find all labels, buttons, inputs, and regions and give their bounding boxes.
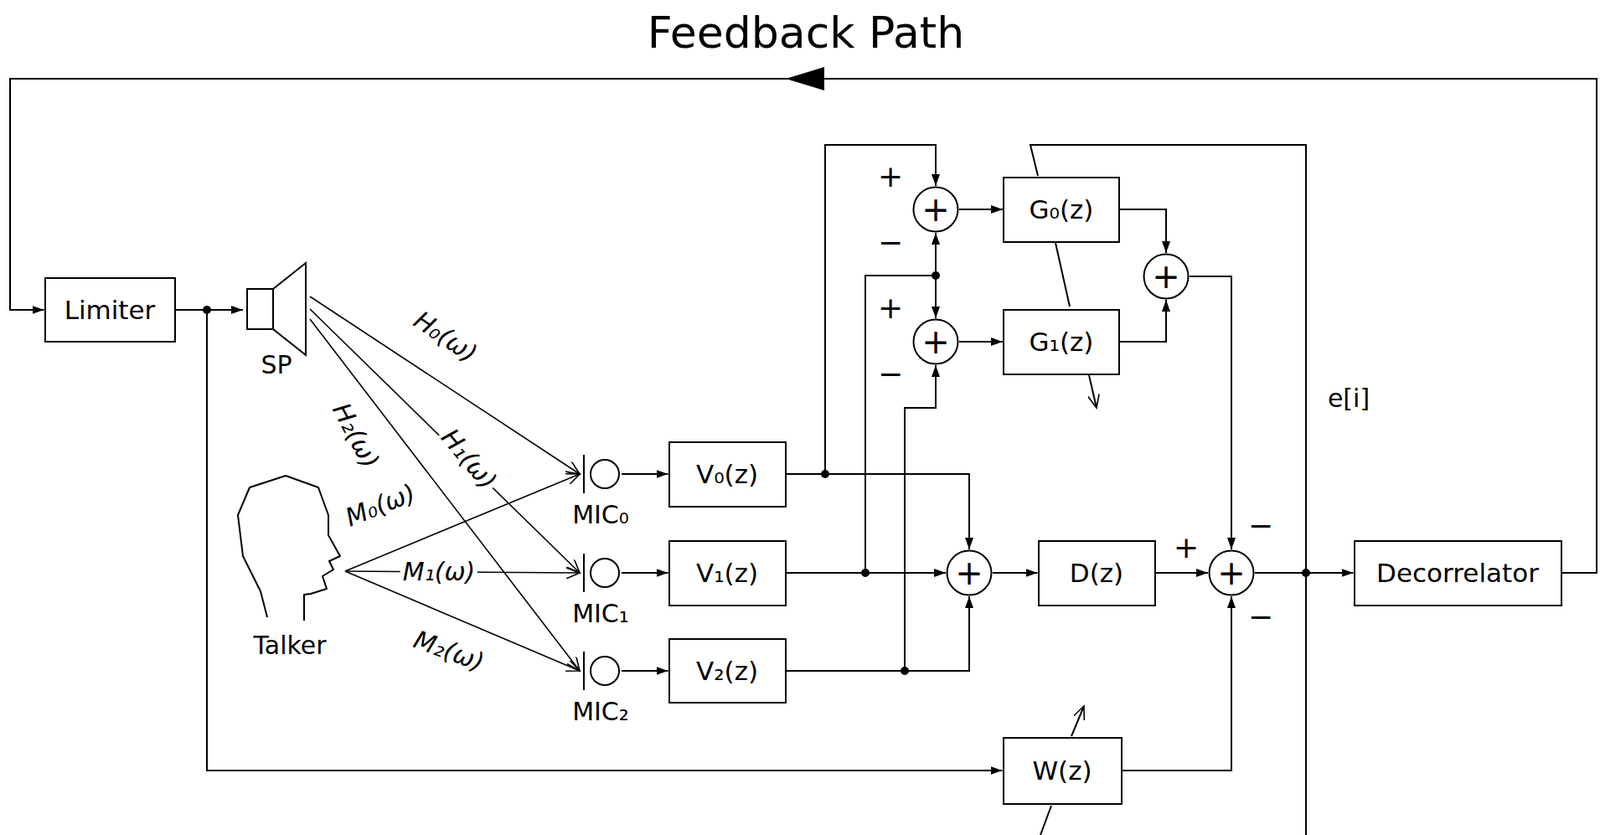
node-label: SP — [260, 350, 292, 380]
signal-wire — [786, 365, 937, 671]
adaptive-filter-box: W(z) — [1002, 737, 1123, 806]
junction-outline — [1144, 254, 1189, 300]
junction-outline — [913, 187, 959, 233]
node-label: + — [954, 556, 984, 590]
sign-label: − — [877, 357, 904, 392]
adaptation-arrow — [1071, 706, 1084, 737]
signal-wire — [1189, 276, 1232, 550]
summing-junction: + — [945, 549, 993, 597]
process-box: Decorrelator — [1353, 540, 1563, 607]
sign-label: − — [1248, 509, 1274, 543]
signal-wire — [786, 232, 937, 573]
summing-junction: + — [1142, 252, 1190, 300]
signal-wire — [786, 144, 937, 475]
adaptation-line — [1040, 805, 1052, 835]
node-label: G₁(z) — [1029, 326, 1095, 357]
transfer-function-label: H₂(ω) — [326, 396, 387, 475]
signal-wire — [621, 473, 669, 475]
adaptation-arrow — [1089, 375, 1097, 408]
transfer-function-label: M₀(ω) — [339, 477, 422, 532]
signal-wire — [1120, 209, 1167, 253]
mic-diaphragm — [583, 454, 585, 494]
process-box: Limiter — [44, 277, 176, 343]
summing-junction: + — [912, 185, 960, 233]
signal-wire — [10, 78, 1597, 573]
junction-outline — [947, 551, 992, 596]
error-wires — [1030, 144, 1306, 835]
adaptive-filter-box: G₀(z) — [1002, 176, 1120, 243]
microphone-symbol: MIC₀ — [579, 454, 622, 494]
acoustic-path — [309, 319, 580, 671]
signal-name: e[i] — [1327, 384, 1370, 413]
microphone-symbols — [583, 454, 620, 691]
signal-wire — [1120, 299, 1167, 342]
microphone-symbol: MIC₂ — [579, 651, 622, 691]
sign-label: − — [877, 226, 904, 260]
speaker-body — [247, 289, 274, 330]
summing-junction: + — [1207, 549, 1255, 597]
node-label: + — [1151, 259, 1181, 294]
signal-wire — [1122, 596, 1233, 771]
transfer-function-label: M₂(ω) — [407, 624, 491, 678]
node-label: G₀(z) — [1029, 194, 1095, 225]
filter-box: V₁(z) — [668, 540, 787, 607]
speaker-cone — [273, 263, 306, 356]
summing-junction: + — [912, 318, 960, 366]
node-label: V₀(z) — [696, 459, 759, 490]
transfer-function-label: M₁(ω) — [400, 557, 478, 586]
node-label: MIC₀ — [572, 500, 630, 530]
signal-wire — [175, 309, 1003, 771]
signal-wire — [786, 275, 937, 573]
node-label: MIC₁ — [572, 598, 630, 629]
sign-label: + — [877, 291, 904, 326]
signal-wire — [959, 340, 1003, 343]
node-label: Talker — [252, 630, 326, 661]
node-label: + — [921, 325, 950, 359]
node-label: Decorrelator — [1376, 557, 1539, 589]
signal-wire — [621, 670, 669, 672]
node-label: V₁(z) — [696, 557, 759, 589]
mic-body — [590, 656, 620, 686]
filter-box: V₂(z) — [668, 638, 787, 704]
sign-label: − — [1248, 600, 1274, 635]
path-title: Feedback Path — [645, 9, 967, 57]
transfer-function-label: H₁(ω) — [434, 421, 505, 496]
talker-figure: Talker — [234, 473, 346, 625]
mic-body — [590, 459, 620, 489]
node-label: D(z) — [1069, 557, 1124, 589]
sign-label: + — [877, 160, 904, 194]
talker-head — [237, 475, 341, 621]
junction-dots — [202, 271, 1311, 676]
transfer-function-label: H₀(ω) — [407, 304, 485, 369]
filter-box: D(z) — [1037, 540, 1157, 607]
adaptation-line — [1055, 242, 1070, 307]
node-label: W(z) — [1032, 755, 1092, 786]
signal-wire — [1254, 572, 1354, 574]
mic-diaphragm — [583, 553, 585, 593]
node-label: + — [1217, 556, 1246, 590]
signal-wire — [621, 572, 669, 574]
adaptive-filter-box: G₁(z) — [1002, 309, 1120, 376]
speaker-symbol: SP — [242, 276, 310, 344]
signal-wire — [786, 474, 971, 550]
signal-wire — [1156, 572, 1209, 574]
node-label: MIC₂ — [572, 696, 630, 727]
node-label: V₂(z) — [696, 655, 759, 687]
mic-diaphragm — [583, 651, 585, 691]
microphone-symbol: MIC₁ — [579, 553, 622, 593]
signal-wire — [786, 596, 971, 671]
node-label: Limiter — [64, 294, 156, 326]
signal-wire — [959, 208, 1003, 211]
junction-outline — [1209, 551, 1255, 596]
filter-box: V₀(z) — [668, 441, 787, 508]
mic-body — [590, 558, 620, 588]
error-wire — [1305, 572, 1307, 835]
sign-label: + — [1173, 531, 1199, 565]
junction-outline — [913, 320, 959, 365]
signal-wire — [992, 572, 1038, 574]
node-label: + — [921, 192, 950, 227]
